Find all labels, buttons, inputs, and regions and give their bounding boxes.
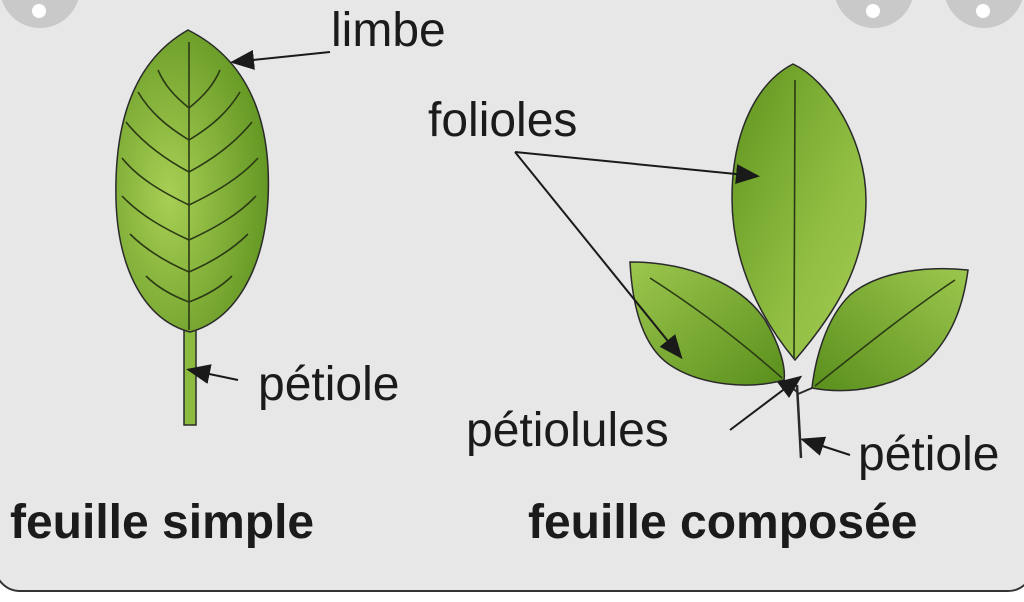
compound-leaf-petiole bbox=[795, 384, 803, 459]
arrow-petiole-simple bbox=[186, 364, 239, 384]
callout-arrows bbox=[186, 49, 851, 456]
arrow-petiolules bbox=[729, 375, 803, 431]
simple-leaf bbox=[115, 29, 270, 426]
label-petiole-compose: pétiole bbox=[858, 428, 999, 481]
leaflet-right-vein bbox=[814, 279, 956, 387]
arrow-foliole-left bbox=[514, 151, 683, 360]
arrow-petiole-compose bbox=[800, 436, 851, 456]
label-petiolules: pétiolules bbox=[466, 404, 669, 457]
compound-leaf bbox=[629, 63, 969, 459]
close-icon bbox=[976, 4, 990, 18]
simple-leaf-blade bbox=[115, 29, 270, 333]
back-icon bbox=[32, 4, 46, 18]
simple-leaf-veins bbox=[121, 42, 259, 330]
petiolule-right bbox=[797, 387, 813, 395]
share-icon bbox=[866, 4, 880, 18]
title-simple-leaf: feuille simple bbox=[10, 496, 314, 549]
leaflet-top bbox=[731, 63, 867, 362]
arrow-foliole-top bbox=[514, 151, 760, 184]
leaflet-top-vein bbox=[793, 79, 796, 359]
arrow-limbe bbox=[230, 49, 331, 70]
label-petiole-simple: pétiole bbox=[258, 358, 399, 411]
leaflet-left-vein bbox=[649, 277, 783, 379]
label-folioles: folioles bbox=[428, 94, 577, 147]
label-limbe: limbe bbox=[331, 4, 446, 57]
leaflet-right bbox=[811, 267, 969, 392]
title-compound-leaf: feuille composée bbox=[528, 496, 917, 549]
